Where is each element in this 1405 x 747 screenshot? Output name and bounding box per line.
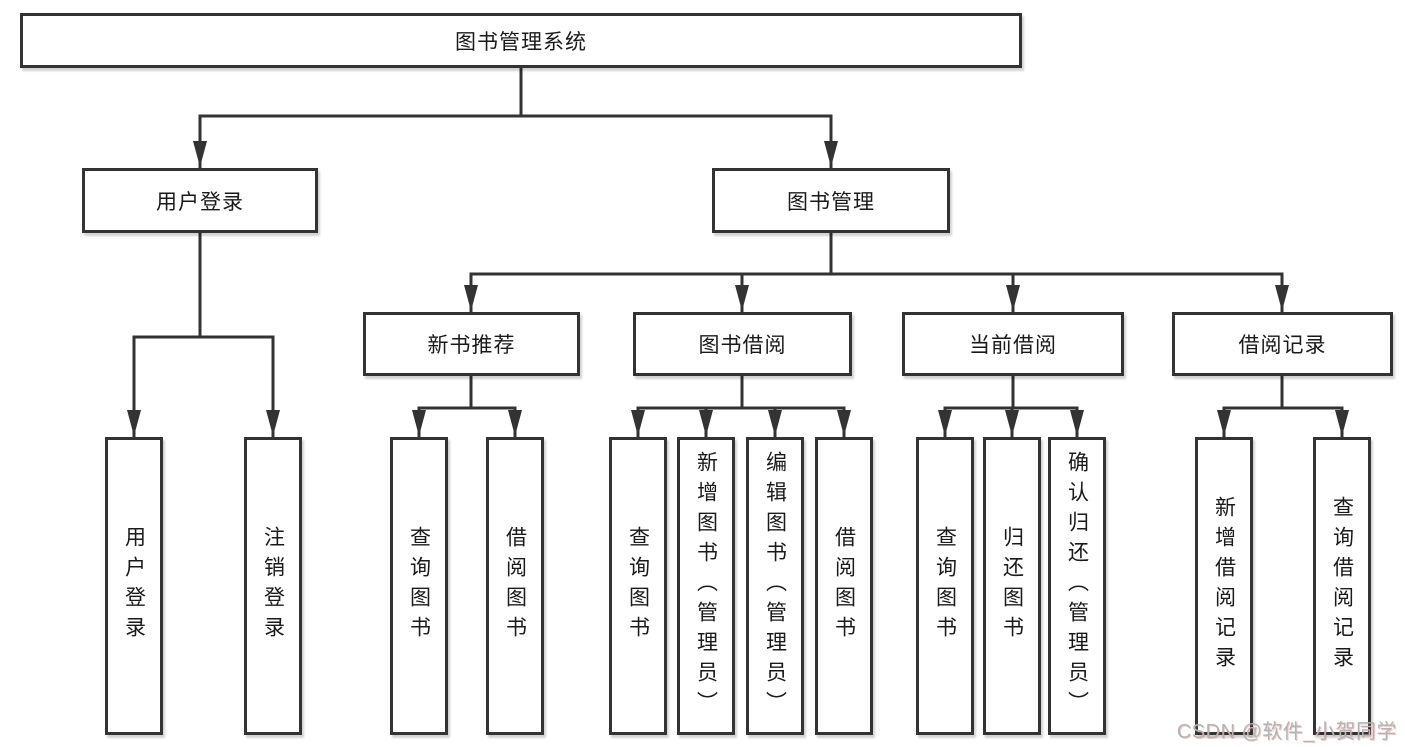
leaf-borrow-query-book-label: 查询图书 xyxy=(626,526,650,646)
node-book-borrow-label: 图书借阅 xyxy=(698,334,787,357)
node-book-borrow: 图书借阅 xyxy=(633,312,852,376)
leaf-logout-login: 注销登录 xyxy=(244,437,302,735)
node-user-login: 用户登录 xyxy=(82,168,318,233)
leaf-borrow-borrow-book-label: 借阅图书 xyxy=(832,526,856,646)
leaf-recommend-borrow-book-label: 借阅图书 xyxy=(503,526,527,646)
leaf-current-query-book-label: 查询图书 xyxy=(933,526,957,646)
leaf-record-add-label: 新增借阅记录 xyxy=(1212,496,1236,676)
leaf-logout-login-label: 注销登录 xyxy=(261,526,285,646)
leaf-current-confirm-return-admin: 确认归还（管理员） xyxy=(1048,437,1106,735)
node-current-borrow: 当前借阅 xyxy=(902,312,1124,376)
leaf-user-login: 用户登录 xyxy=(105,437,163,735)
node-new-book-recommend: 新书推荐 xyxy=(363,312,580,376)
leaf-recommend-query-book: 查询图书 xyxy=(390,437,448,735)
watermark-text: CSDN @软件_小贺同学 xyxy=(1176,721,1397,743)
node-user-login-label: 用户登录 xyxy=(156,190,244,214)
leaf-recommend-borrow-book: 借阅图书 xyxy=(486,437,544,735)
leaf-borrow-query-book: 查询图书 xyxy=(609,437,667,735)
node-borrow-record-label: 借阅记录 xyxy=(1238,334,1327,357)
leaf-user-login-label: 用户登录 xyxy=(122,526,146,646)
node-new-book-recommend-label: 新书推荐 xyxy=(427,334,516,357)
node-book-management-label: 图书管理 xyxy=(787,190,875,214)
leaf-current-return-book-label: 归还图书 xyxy=(1000,526,1024,646)
leaf-record-query: 查询借阅记录 xyxy=(1313,437,1371,735)
leaf-current-query-book: 查询图书 xyxy=(916,437,974,735)
node-current-borrow-label: 当前借阅 xyxy=(969,334,1057,357)
node-root-system: 图书管理系统 xyxy=(20,13,1022,68)
node-book-management: 图书管理 xyxy=(712,168,950,233)
leaf-record-add: 新增借阅记录 xyxy=(1195,437,1253,735)
leaf-record-query-label: 查询借阅记录 xyxy=(1330,496,1354,676)
leaf-borrow-add-book-admin-label: 新增图书（管理员） xyxy=(694,451,718,721)
leaf-current-confirm-return-admin-label: 确认归还（管理员） xyxy=(1065,451,1089,721)
leaf-recommend-query-book-label: 查询图书 xyxy=(407,526,431,646)
leaf-borrow-edit-book-admin-label: 编辑图书（管理员） xyxy=(763,451,787,721)
leaf-borrow-edit-book-admin: 编辑图书（管理员） xyxy=(746,437,804,735)
node-borrow-record: 借阅记录 xyxy=(1172,312,1393,376)
node-root-system-label: 图书管理系统 xyxy=(455,30,587,54)
leaf-current-return-book: 归还图书 xyxy=(983,437,1041,735)
leaf-borrow-borrow-book: 借阅图书 xyxy=(815,437,873,735)
leaf-borrow-add-book-admin: 新增图书（管理员） xyxy=(677,437,735,735)
connector-trunk-lines xyxy=(127,66,1349,438)
